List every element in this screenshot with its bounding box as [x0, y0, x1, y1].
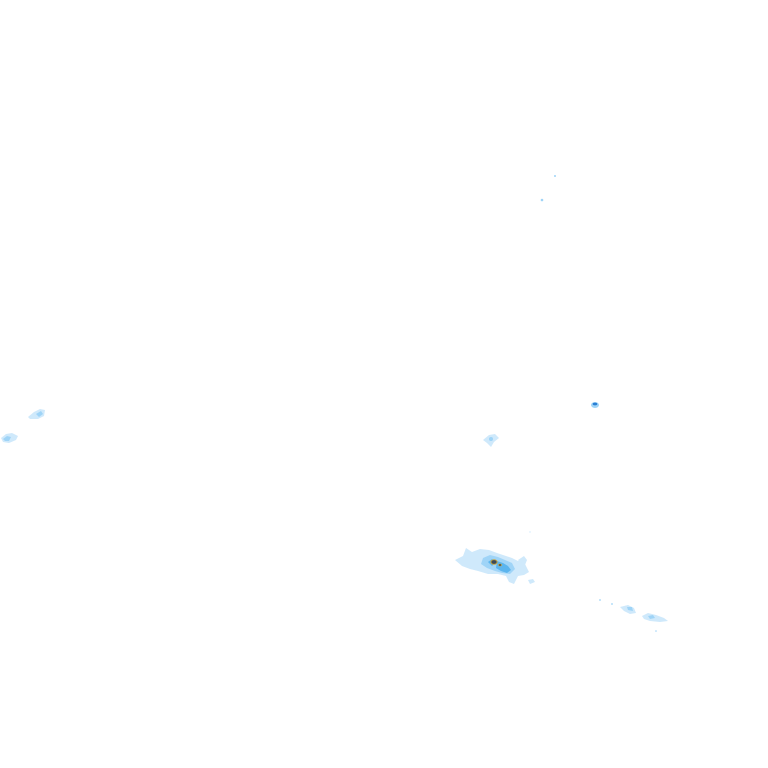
precip-area-moderate [3, 436, 11, 441]
precip-speck [611, 603, 613, 605]
precip-band-southeast [529, 531, 668, 632]
precip-area-light [528, 579, 535, 584]
precip-area-moderate [489, 437, 493, 441]
precip-speck [554, 175, 556, 177]
precip-area-moderate [36, 411, 43, 417]
precip-cell-central [483, 434, 499, 447]
precip-speck [599, 599, 601, 601]
precip-core-dark [498, 564, 502, 566]
precip-cell-isolated [591, 402, 599, 408]
precip-core-dark [491, 560, 497, 564]
precip-area-moderate [627, 607, 633, 611]
precip-area-intense [592, 402, 598, 406]
precip-area-moderate [648, 615, 655, 619]
precip-specks-north [540, 175, 556, 202]
precip-cell-west [1, 409, 45, 443]
precip-speck [529, 531, 531, 533]
precip-area-light [518, 556, 527, 565]
precip-speck [540, 198, 544, 202]
precip-area-light [642, 613, 668, 622]
precip-speck [655, 630, 657, 632]
precip-cell-main [455, 548, 535, 584]
